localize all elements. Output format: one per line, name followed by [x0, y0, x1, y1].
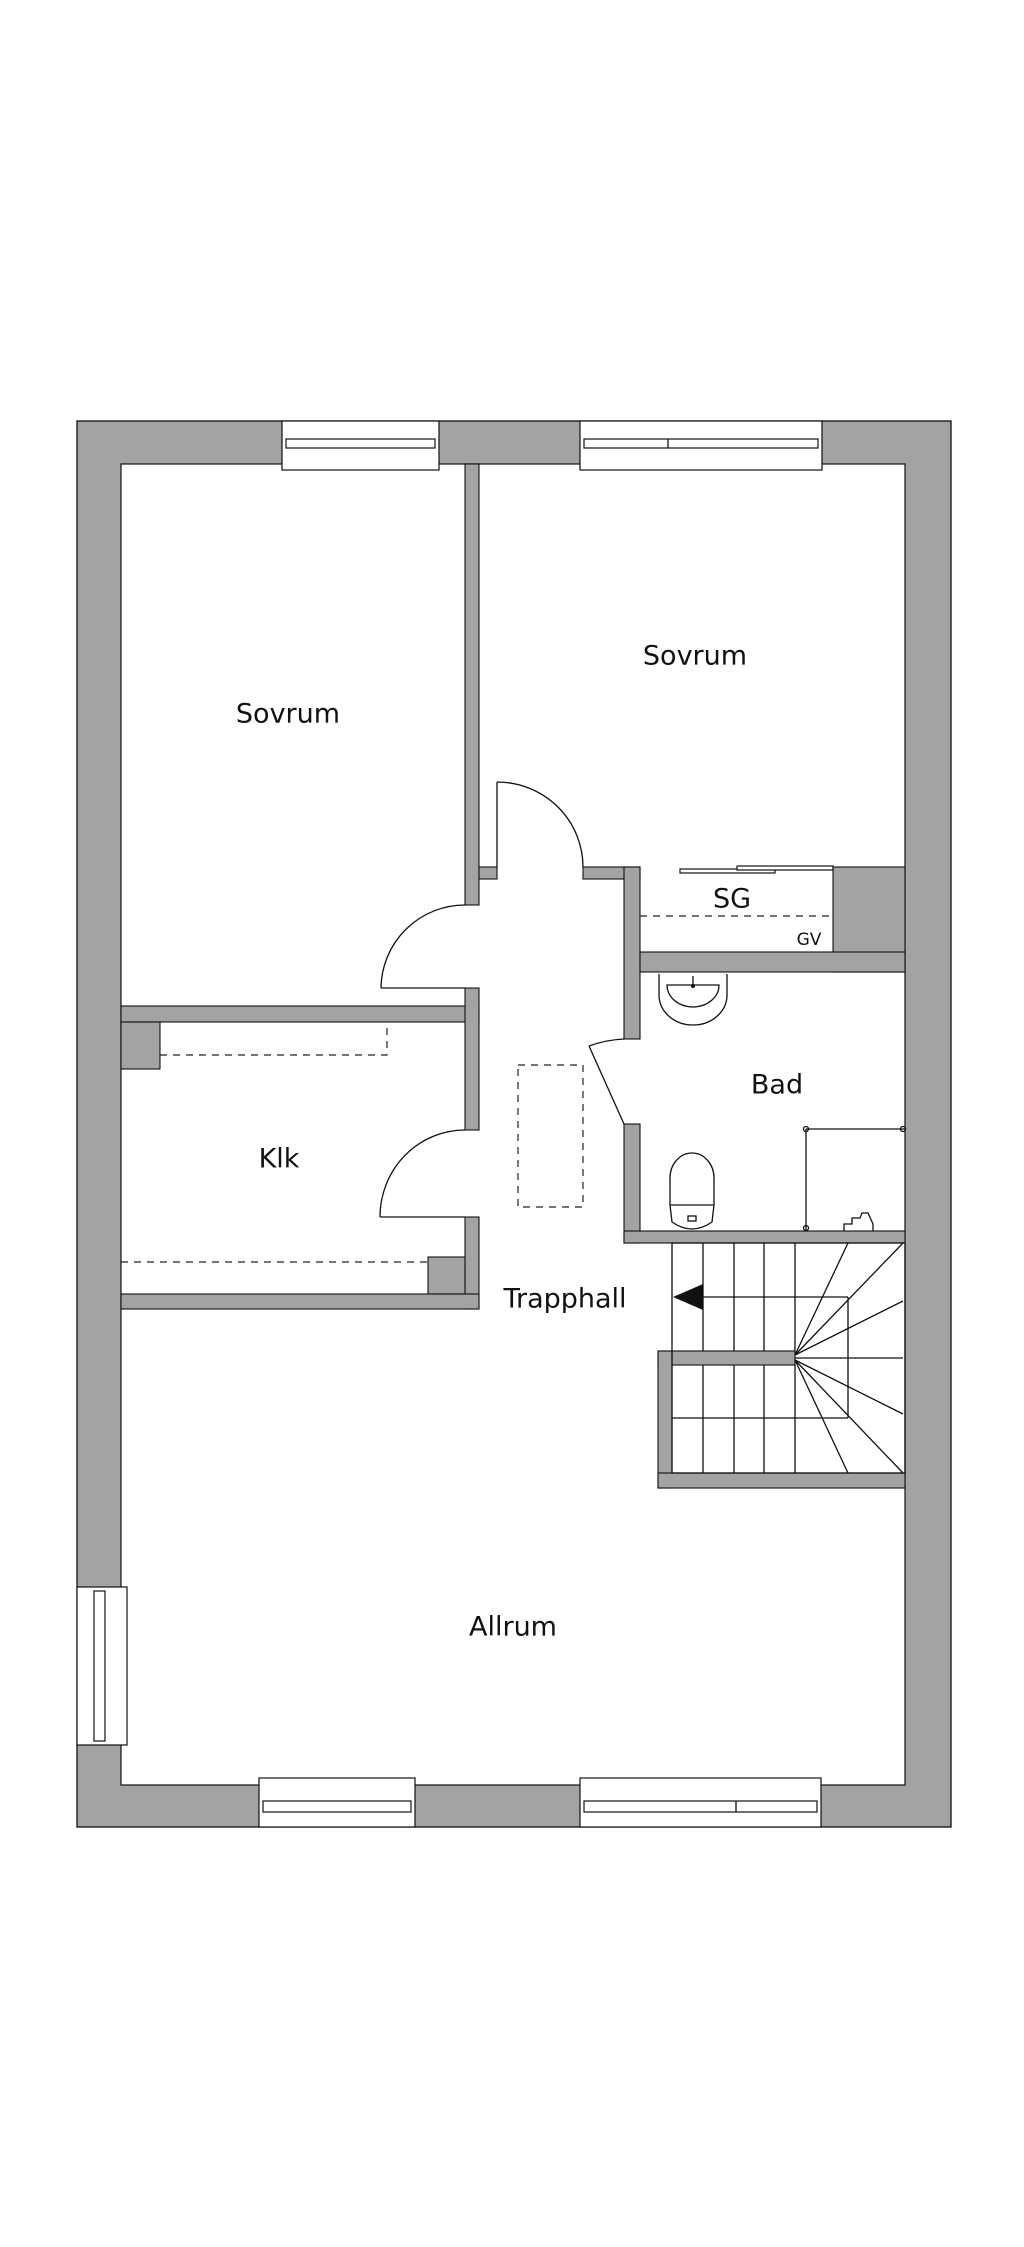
closet-note-label: GV: [797, 930, 822, 950]
window-bottom-right: [579, 1777, 822, 1828]
door-walk-in-closet: [379, 1129, 466, 1218]
sliding-doors-closet: [679, 865, 834, 874]
window-bottom-left: [258, 1777, 416, 1828]
interior-floor: [120, 463, 906, 1786]
room-label-walk-in-closet: Klk: [259, 1144, 300, 1175]
room-label-closet: SG: [713, 884, 751, 915]
room-label-stair-hall: Trapphall: [502, 1284, 626, 1315]
shower-icon: [802, 1125, 907, 1232]
door-bedroom-right: [496, 781, 584, 868]
klk-shelf-top: [160, 1024, 388, 1056]
interior-walls: [120, 463, 906, 1489]
room-label-living-room: Allrum: [469, 1612, 557, 1643]
window-top-right: [579, 420, 823, 471]
sink-icon: [658, 974, 728, 1026]
window-left: [76, 1586, 128, 1746]
window-top-left: [281, 420, 440, 471]
roof-hatch: [517, 1064, 584, 1208]
room-label-bathroom: Bad: [751, 1070, 803, 1101]
door-bathroom: [588, 1038, 625, 1125]
toilet-icon: [669, 1152, 715, 1230]
stair-direction-arrow-icon: [673, 1284, 703, 1310]
door-bedroom-left: [380, 904, 466, 989]
room-label-bedroom-right: Sovrum: [643, 641, 747, 672]
staircase: [671, 1242, 906, 1474]
room-label-bedroom-left: Sovrum: [236, 699, 340, 730]
